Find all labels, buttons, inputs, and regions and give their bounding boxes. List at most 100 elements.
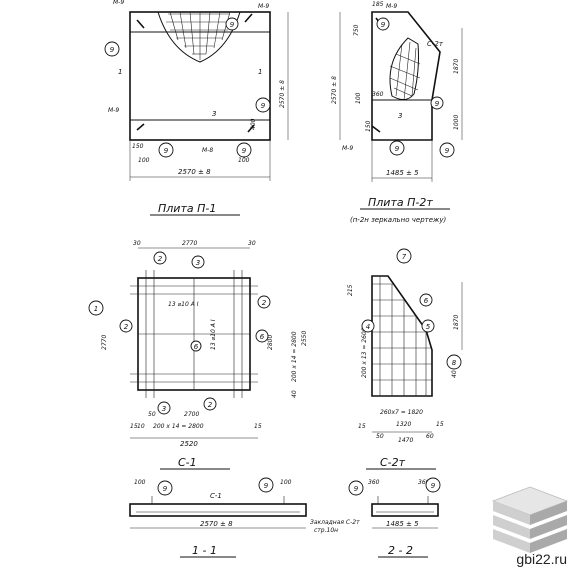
c1-dim-2770-vertical: 2770 [101,335,108,350]
p1-tag-m9-right: М-9 [258,3,269,10]
svg-text:9: 9 [354,485,359,493]
svg-text:9: 9 [395,145,400,153]
svg-text:9: 9 [445,147,450,155]
p2-dim-width: 1485 ± 5 [386,169,419,177]
c2-outline [371,275,433,397]
p2-tag-m9-top: М-9 [386,3,397,10]
p2-dim-1870: 1870 [453,59,460,74]
c2-dim-1320: 1320 [396,421,411,428]
c1-dim-200x14-vertical: 200 х 14 = 2800 [291,331,298,382]
plan-p1: 2570 ± 8 2570 ± 8 1 1 3 М-9 М-9 М-9 М-8 … [104,0,289,216]
p1-callout-9d: 9 [236,142,252,158]
c1-dim-40: 40 [291,390,298,398]
s22-title: 2 - 2 [388,544,413,557]
p2-title: Плита П-2т [368,196,433,209]
svg-text:9: 9 [381,21,386,29]
c2-dim-15: 15 [358,423,366,430]
c2-dim-60: 60 [426,433,434,440]
c1-dim-50: 50 [148,411,156,418]
p2-tag-c2: С-2т [427,40,444,48]
svg-text:9: 9 [242,147,247,155]
s22-label-embed: Закладная С-2т [310,519,360,526]
p2-callout-9c: 9 [389,140,405,156]
mesh-c2: 1870 200 х 13 = 2600 215 260x7 = 1820 13… [347,248,463,470]
svg-text:6: 6 [260,333,265,341]
c1-grid [130,270,258,398]
c1-rebar-vertical: 13 ⌀10 А I [210,319,217,350]
p1-callout-9c: 9 [158,142,174,158]
p2-dim-185: 185 [372,1,384,8]
s11-dim-100-right: 100 [280,479,292,486]
s22-dim-360-right: 360 [418,479,430,486]
svg-text:2: 2 [208,401,213,409]
c1-callouts: 1 2 3 2 2 6 3 2 6 [88,251,271,415]
svg-text:9: 9 [110,46,115,54]
mesh-c1: 30 2770 30 13 ⌀10 А I 13 ⌀10 А I 200 х 1… [88,240,308,470]
stacked-slabs-logo-icon [491,486,569,553]
p1-dim-width: 2570 ± 8 [178,168,211,176]
c1-dim-2770: 2770 [182,240,197,247]
p1-section-mark-right: 1 [258,68,262,76]
p1-opening-hatch [166,11,232,60]
svg-text:9: 9 [431,482,436,490]
svg-text:4: 4 [366,323,370,331]
site-watermark: gbi22.ru [516,551,567,567]
svg-text:2: 2 [158,255,163,263]
c1-dim-15-right: 15 [254,423,262,430]
p2-outline [371,11,441,141]
p1-callout-9a: 9 [104,41,120,57]
p2-subtitle: (п-2н зеркально чертежу) [350,216,446,224]
s11-title: 1 - 1 [192,544,217,557]
svg-text:9: 9 [164,147,169,155]
p2-dim-height: 2570 ± 8 [331,76,338,104]
p2-dim-100: 100 [355,92,362,104]
c2-dim-50: 50 [376,433,384,440]
p2-opening-hatch [389,41,421,101]
svg-text:9: 9 [435,100,440,108]
svg-text:9: 9 [264,482,269,490]
section-1-1: С-1 100 100 2570 ± 8 9 9 1 - 1 [129,477,307,558]
svg-text:8: 8 [452,359,457,367]
s11-label-c1: С-1 [210,492,222,500]
c2-dim-40: 40 [451,370,458,378]
c2-dim-1870: 1870 [453,315,460,330]
svg-text:3: 3 [196,259,200,267]
s11-dim-width: 2570 ± 8 [200,520,233,528]
c1-dim-2550: 2550 [301,331,308,346]
svg-text:9: 9 [230,21,235,29]
p1-callout-9e: 9 [225,17,239,31]
p1-title: Плита П-1 [158,202,216,215]
s22-label-page: стр.10н [314,527,338,534]
c1-dim-200x14-horizontal: 200 х 14 = 2800 [153,423,204,430]
c2-dim-200x13: 200 х 13 = 2600 [361,327,368,378]
p1-dim-height: 2570 ± 8 [279,80,286,108]
c1-dim-2700: 2700 [184,411,199,418]
c1-title: С-1 [178,456,197,469]
c2-dim-15-right: 15 [436,421,444,428]
p1-callout-9b: 9 [255,97,271,113]
p1-dim-100-left: 100 [138,157,150,164]
c2-callouts: 7 6 4 5 8 [361,248,462,370]
s11-dim-100-left: 100 [134,479,146,486]
p2-dim-150: 150 [365,120,372,132]
c1-dim-2520: 2520 [180,440,198,448]
p2-label-3: 3 [398,112,402,120]
c1-dim-2800: 2800 [267,335,274,350]
s22-dim-width: 1485 ± 5 [386,520,419,528]
svg-text:2: 2 [262,299,267,307]
svg-text:6: 6 [194,343,199,351]
p2-callout-9d: 9 [439,142,455,158]
s22-slab [371,503,439,517]
p2-callout-9a: 9 [376,17,390,31]
p2-dim-750: 750 [353,24,360,36]
svg-text:5: 5 [426,323,431,331]
svg-text:3: 3 [162,405,166,413]
c2-dim-260x7: 260x7 = 1820 [380,409,423,416]
p1-section-mark-left: 1 [118,68,122,76]
p2-dim-1000: 1000 [453,115,460,130]
c1-rebar-horizontal: 13 ⌀10 А I [168,301,199,308]
svg-text:7: 7 [402,253,407,261]
svg-text:9: 9 [261,102,266,110]
